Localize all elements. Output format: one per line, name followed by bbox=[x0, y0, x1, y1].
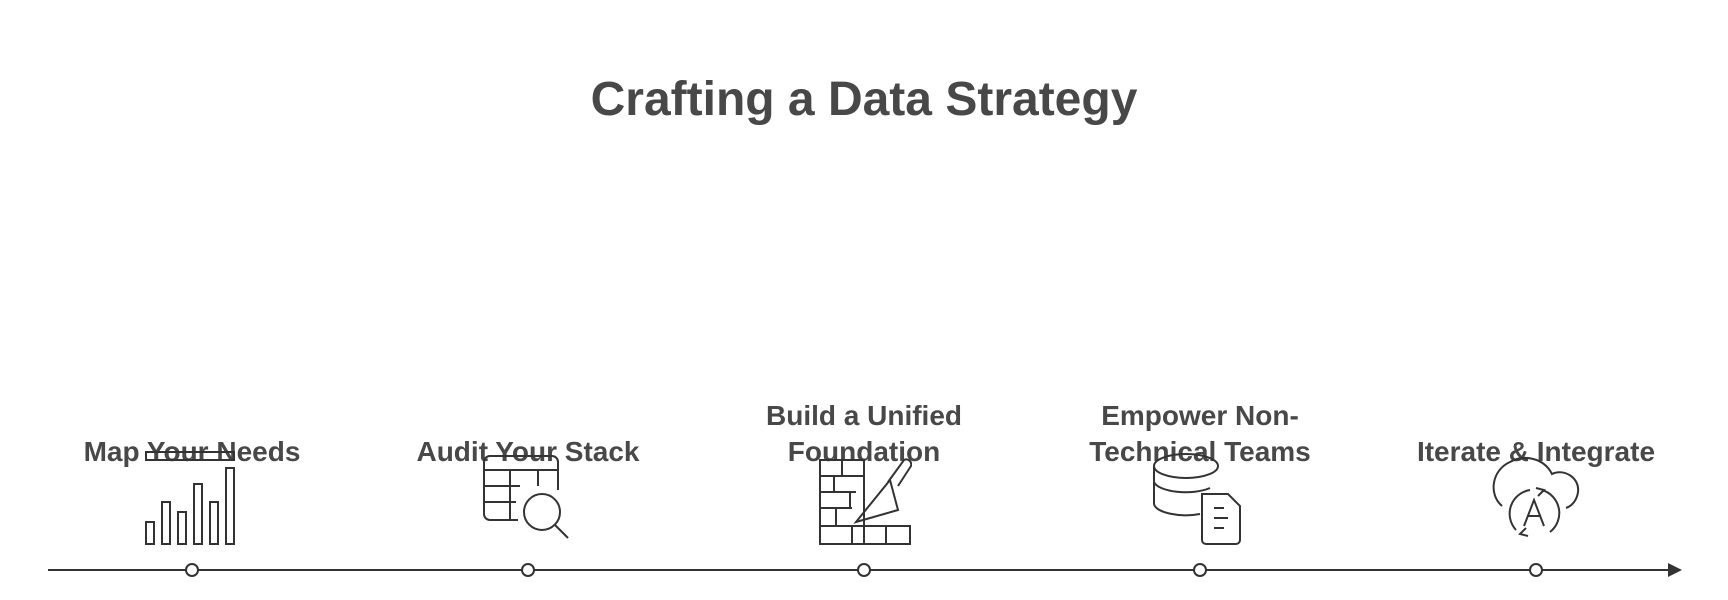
step-map-your-needs: Map Your Needs bbox=[52, 350, 332, 550]
timeline-marker bbox=[1193, 563, 1207, 577]
timeline-arrow-head bbox=[1668, 563, 1682, 577]
step-empower-non-technical-teams: Empower Non- Technical Teams bbox=[1060, 350, 1340, 550]
timeline-marker bbox=[521, 563, 535, 577]
timeline-marker bbox=[1529, 563, 1543, 577]
bar-chart-icon bbox=[145, 451, 235, 545]
diagram-title: Crafting a Data Strategy bbox=[590, 73, 1138, 126]
step-label: Audit Your Stack bbox=[416, 436, 640, 467]
timeline-marker bbox=[185, 563, 199, 577]
database-document-icon bbox=[1153, 453, 1241, 545]
table-search-icon bbox=[483, 455, 569, 539]
step-audit-your-stack: Audit Your Stack bbox=[388, 350, 668, 550]
step-build-unified-foundation: Build a Unified Foundation bbox=[724, 350, 1004, 550]
brick-wall-trowel-icon bbox=[819, 458, 912, 545]
timeline-marker bbox=[857, 563, 871, 577]
cloud-cycle-icon bbox=[1492, 457, 1580, 537]
step-iterate-integrate: Iterate & Integrate bbox=[1396, 350, 1676, 550]
step-label: Iterate & Integrate bbox=[1416, 436, 1656, 467]
step-label: Empower Non- Technical Teams bbox=[1089, 400, 1311, 467]
